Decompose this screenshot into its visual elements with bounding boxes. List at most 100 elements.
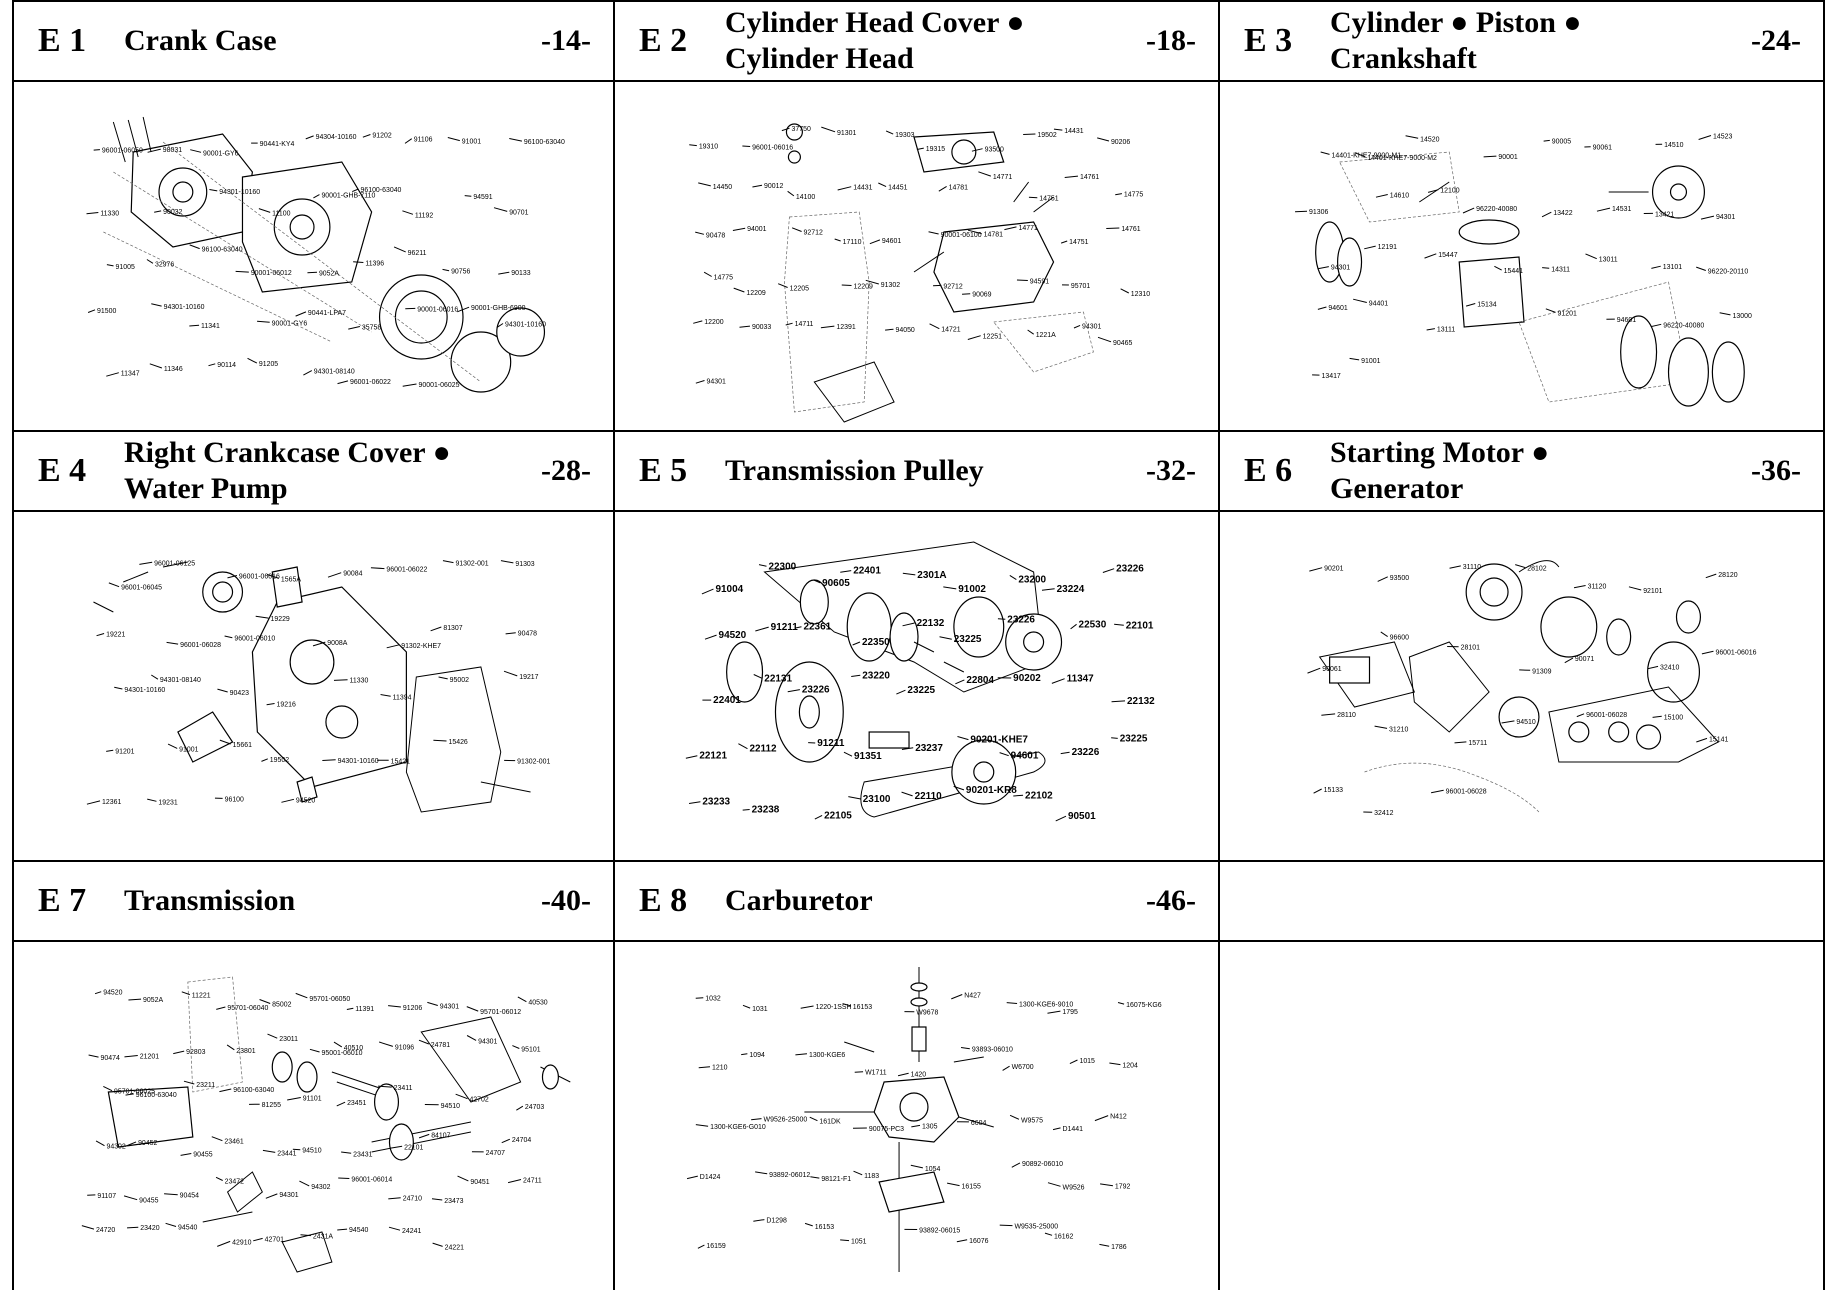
leader-line [442, 560, 454, 564]
leader-line [333, 679, 348, 681]
leader-line [791, 227, 802, 232]
part-number-label: 23226 [1072, 747, 1100, 758]
part-number-label: 23226 [1116, 564, 1144, 575]
leader-line [742, 1004, 751, 1009]
part-number-label: 1051 [851, 1239, 867, 1246]
leader-line [124, 1055, 138, 1058]
part-number-label: 32976 [155, 261, 174, 268]
leader-line [180, 1153, 192, 1156]
leader-line [266, 574, 280, 579]
section-header-e3[interactable]: E 3 Cylinder ● Piston ● Crankshaft -24- [1220, 0, 1825, 82]
leader-line [154, 210, 162, 213]
leader-line [928, 231, 939, 235]
part-number-label: 40530 [528, 1000, 547, 1007]
part-number-label: 22105 [824, 810, 852, 821]
section-header-e6[interactable]: E 6 Starting Motor ● Generator -36- [1220, 430, 1825, 512]
part-number-label: 23225 [954, 634, 982, 645]
part-number-label: 6604 [971, 1120, 987, 1127]
leader-line [794, 626, 802, 629]
part-number-label: 94301 [706, 378, 725, 385]
part-number-label: 1300-KGE6-9010 [1019, 1001, 1073, 1008]
part-number-label: 95101 [521, 1046, 540, 1053]
part-number-label: 94601 [1328, 305, 1347, 312]
part-number-label: 96001-06028 [1586, 712, 1627, 719]
part-number-label: 13011 [1599, 257, 1618, 264]
part-number-label: 14401-KHE7-9000-M1 [1332, 152, 1402, 159]
leader-line [929, 323, 940, 330]
leader-line [1002, 1065, 1010, 1071]
part-number-label: 94301-10160 [124, 687, 165, 694]
part-number-label: 11396 [365, 260, 384, 267]
part-number-label: 19216 [277, 701, 296, 708]
leader-line [466, 1035, 477, 1041]
leader-line [393, 246, 406, 253]
leader-line [95, 1140, 105, 1147]
section-code: E 6 [1244, 452, 1293, 489]
leader-line [1652, 715, 1662, 718]
part-number-label: 12310 [1131, 291, 1150, 298]
leader-line [821, 126, 836, 133]
leader-line [219, 1088, 232, 1093]
part-number-label: 12391 [836, 324, 855, 331]
part-number-label: 90084 [343, 571, 362, 578]
part-number-label: 19221 [106, 631, 125, 638]
part-number-label: 31210 [1389, 726, 1408, 733]
leader-line [1016, 279, 1028, 281]
section-header-e5[interactable]: E 5 Transmission Pulley -32- [615, 430, 1220, 512]
part-number-label: 1300-KGE6 [809, 1052, 845, 1059]
leader-line [1111, 700, 1126, 703]
part-number-label: 11330 [100, 210, 119, 217]
part-number-label: 15134 [1477, 301, 1496, 308]
leader-line [1318, 266, 1329, 270]
section-header-e1[interactable]: E 1 Crank Case -14- [12, 0, 615, 82]
section-code: E 1 [38, 22, 87, 59]
part-number-label: 94301 [478, 1038, 497, 1045]
part-number-label: 12251 [983, 334, 1002, 341]
part-number-label: 32412 [1374, 810, 1393, 817]
section-header-e2[interactable]: E 2 Cylinder Head Cover ● Cylinder Head … [615, 0, 1220, 82]
part-number-label: 96220-40080 [1663, 322, 1704, 329]
leader-line [897, 1072, 909, 1077]
part-number-label: 13000 [1733, 313, 1752, 320]
part-number-label: 9052A [319, 270, 339, 277]
part-number-label: 96001-06028 [180, 642, 221, 649]
leader-line [1353, 298, 1367, 303]
part-number-label: 14311 [1551, 266, 1570, 273]
part-number-label: 94520 [719, 630, 747, 641]
part-number-label: 22110 [915, 791, 943, 802]
leader-line [1114, 623, 1124, 626]
leader-line [1060, 240, 1068, 244]
leader-line [1364, 245, 1376, 250]
section-header-e4[interactable]: E 4 Right Crankcase Cover ● Water Pump -… [12, 430, 615, 512]
part-number-label: 96220-40080 [1476, 206, 1517, 213]
leader-line [255, 615, 269, 619]
part-number-label: 91302-001 [455, 561, 488, 568]
part-number-label: 90465 [1113, 340, 1132, 347]
leader-line [1099, 1243, 1110, 1247]
leader-line [1349, 357, 1360, 361]
part-number-label: 93500 [985, 147, 1004, 154]
cylinder-piston-crankshaft-exploded-view: 14401-KHE7-9000-M114401-KHE7-9000-M21452… [1295, 133, 1752, 407]
leader-line [300, 1234, 311, 1237]
part-number-label: 19217 [519, 674, 538, 681]
leader-line [509, 138, 523, 142]
section-header-e8[interactable]: E 8 Carburetor -46- [615, 860, 1220, 942]
leader-line [1004, 226, 1017, 231]
leader-line [787, 190, 795, 197]
part-number-label: 94601 [882, 238, 901, 245]
section-header-e7[interactable]: E 7 Transmission -40- [12, 860, 615, 942]
leader-line [267, 1033, 278, 1039]
leader-line [739, 325, 751, 328]
leader-line [1424, 253, 1437, 259]
leader-line [753, 1219, 765, 1222]
part-number-label: 42910 [232, 1239, 251, 1246]
part-number-label: 96100-63040 [202, 247, 243, 254]
